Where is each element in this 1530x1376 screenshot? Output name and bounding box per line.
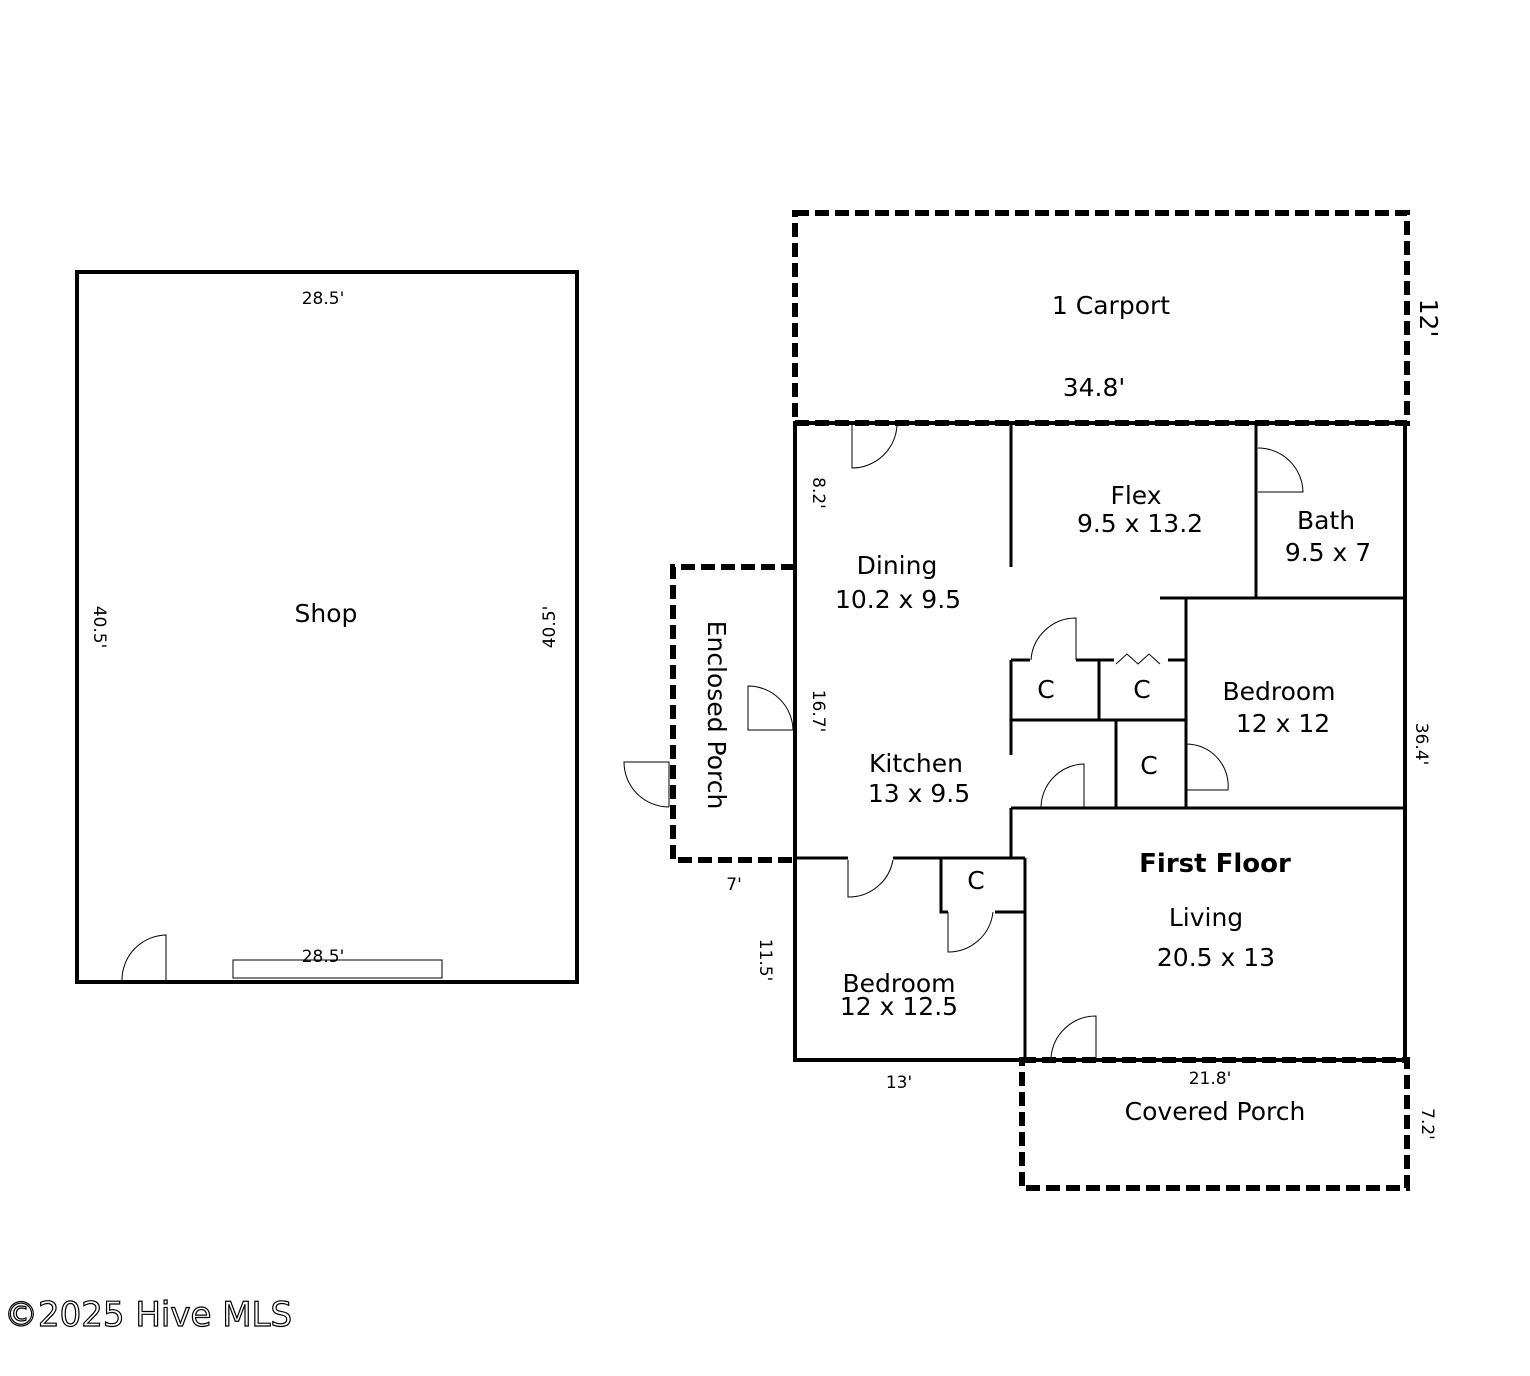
closet-label: C (1140, 751, 1157, 780)
covered-porch: Covered Porch 21.8' 7.2' (1019, 1057, 1437, 1191)
dimension-labels: 8.2' 16.7' 11.5' 13' 36.4' (755, 477, 1431, 1093)
flex-size: 9.5 x 13.2 (1077, 509, 1203, 538)
bath-label: Bath (1297, 506, 1355, 535)
bedroom-left-dim: 11.5' (755, 939, 775, 982)
flex-label: Flex (1110, 481, 1161, 510)
dining-size: 10.2 x 9.5 (835, 585, 961, 614)
carport-depth-dim: 12' (1414, 299, 1443, 338)
shop-right-dim: 40.5' (540, 606, 560, 649)
closet-label: C (1037, 675, 1054, 704)
enclosed-porch-door (623, 761, 670, 808)
closet-label: C (967, 866, 984, 895)
closet-label: C (1133, 675, 1150, 704)
living-size: 20.5 x 13 (1157, 943, 1275, 972)
shop-building: Shop 28.5' 28.5' 40.5' 40.5' (75, 270, 579, 984)
shop-label: Shop (295, 599, 358, 628)
bedroom1-label: Bedroom (1222, 677, 1335, 706)
kitchen-size: 13 x 9.5 (868, 779, 970, 808)
living-label: Living (1169, 903, 1243, 932)
kitchen-label: Kitchen (869, 749, 963, 778)
enclosed-porch-label: Enclosed Porch (702, 621, 731, 810)
room-labels: Flex 9.5 x 13.2 Bath 9.5 x 7 Dining 10.2… (835, 481, 1371, 1021)
carport-label: 1 Carport (1052, 291, 1170, 320)
shop-top-dim: 28.5' (302, 289, 345, 309)
dining-left-dim: 8.2' (808, 477, 828, 509)
shop-door (121, 934, 167, 981)
bedroom-bottom-dim: 13' (886, 1073, 912, 1093)
bedroom1-size: 12 x 12 (1236, 709, 1330, 738)
shop-garage-door (232, 959, 443, 979)
floor-title: First Floor (1139, 849, 1291, 879)
porch-bottom-dim: 7' (726, 875, 742, 895)
carport: 1 Carport 34.8' 12' (792, 210, 1443, 426)
covered-porch-depth-dim: 7.2' (1417, 1108, 1437, 1140)
enclosed-porch: Enclosed Porch 7' (623, 564, 795, 895)
carport-width-dim: 34.8' (1063, 373, 1126, 402)
bedroom2-label: Bedroom (842, 969, 955, 998)
dining-label: Dining (857, 551, 938, 580)
right-side-dim: 36.4' (1411, 723, 1431, 766)
bath-size: 9.5 x 7 (1285, 538, 1371, 567)
bedroom2-size: 12 x 12.5 (840, 992, 958, 1021)
covered-porch-width-dim: 21.8' (1189, 1069, 1232, 1089)
house-walls (747, 421, 1407, 1062)
shop-left-dim: 40.5' (89, 606, 109, 649)
kitchen-left-dim: 16.7' (808, 690, 828, 733)
covered-porch-label: Covered Porch (1125, 1097, 1306, 1126)
shop-bottom-dim: 28.5' (302, 947, 345, 967)
watermark: ©2025 Hive MLS (4, 1295, 292, 1335)
shop-walls (75, 270, 579, 984)
